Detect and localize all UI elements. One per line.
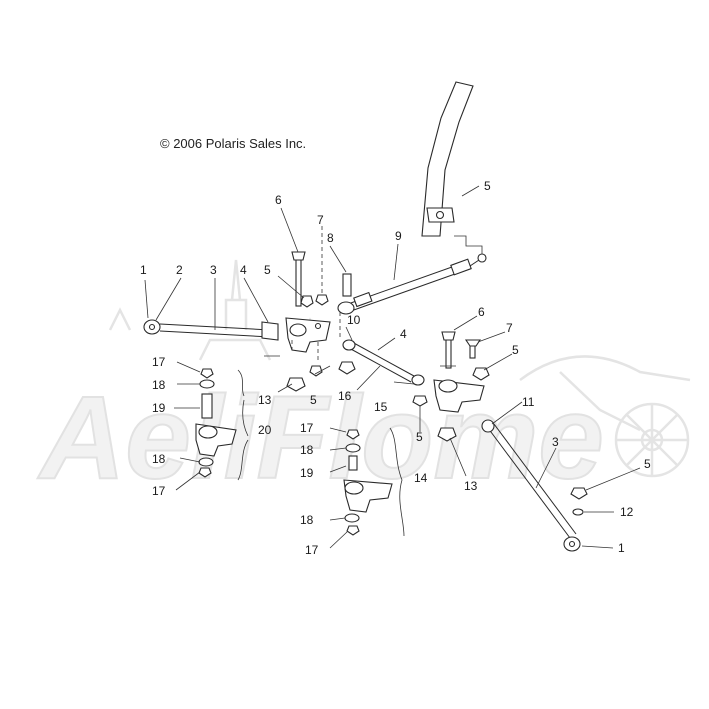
callout-20: 20 <box>258 423 272 437</box>
callout-5: 5 <box>484 179 491 193</box>
callout-7: 7 <box>506 321 513 335</box>
watermark-text: AeliFlome <box>37 372 604 504</box>
callout-5: 5 <box>512 343 519 357</box>
callout-19: 19 <box>300 466 314 480</box>
callout-5: 5 <box>264 263 271 277</box>
callout-18: 18 <box>152 378 166 392</box>
callout-3: 3 <box>210 263 217 277</box>
callout-15: 15 <box>374 400 388 414</box>
copyright-notice: © 2006 Polaris Sales Inc. <box>160 136 307 151</box>
tie-rod-left <box>143 319 279 341</box>
callout-3: 3 <box>552 435 559 449</box>
callout-18: 18 <box>152 452 166 466</box>
callout-6: 6 <box>275 193 282 207</box>
callout-7: 7 <box>317 213 324 227</box>
callout-16: 16 <box>338 389 352 403</box>
pivot-assembly-left <box>195 368 249 481</box>
callout-8: 8 <box>327 231 334 245</box>
tie-rod-upper <box>337 253 487 315</box>
callout-1: 1 <box>618 541 625 555</box>
callout-14: 14 <box>414 471 428 485</box>
callout-10: 10 <box>347 313 361 327</box>
callout-17: 17 <box>152 484 166 498</box>
tie-rod-right <box>481 419 588 552</box>
callout-13: 13 <box>258 393 272 407</box>
watermark: AeliFlome <box>36 259 691 505</box>
callout-17: 17 <box>305 543 319 557</box>
callout-13: 13 <box>464 479 478 493</box>
watermark-motorcycle-icon <box>519 355 691 478</box>
callout-11: 11 <box>522 395 535 409</box>
callout-labels: 1 2 3 4 6 7 8 9 5 5 10 4 6 7 5 17 18 19 … <box>140 179 651 557</box>
callout-4: 4 <box>400 327 407 341</box>
pivot-arm-upper <box>285 251 352 392</box>
callout-18: 18 <box>300 443 314 457</box>
callout-4: 4 <box>240 263 247 277</box>
callout-5: 5 <box>310 393 317 407</box>
callout-17: 17 <box>152 355 166 369</box>
callout-18: 18 <box>300 513 314 527</box>
callout-6: 6 <box>478 305 485 319</box>
callout-17: 17 <box>300 421 314 435</box>
callout-5: 5 <box>644 457 651 471</box>
steering-post <box>421 81 474 237</box>
callout-5: 5 <box>416 430 423 444</box>
pivot-arm-right <box>433 331 490 442</box>
callout-12: 12 <box>620 505 634 519</box>
callout-19: 19 <box>152 401 166 415</box>
leader-lines <box>144 185 641 549</box>
tie-rod-middle <box>338 339 428 407</box>
callout-2: 2 <box>176 263 183 277</box>
callout-9: 9 <box>395 229 402 243</box>
callout-1: 1 <box>140 263 147 277</box>
